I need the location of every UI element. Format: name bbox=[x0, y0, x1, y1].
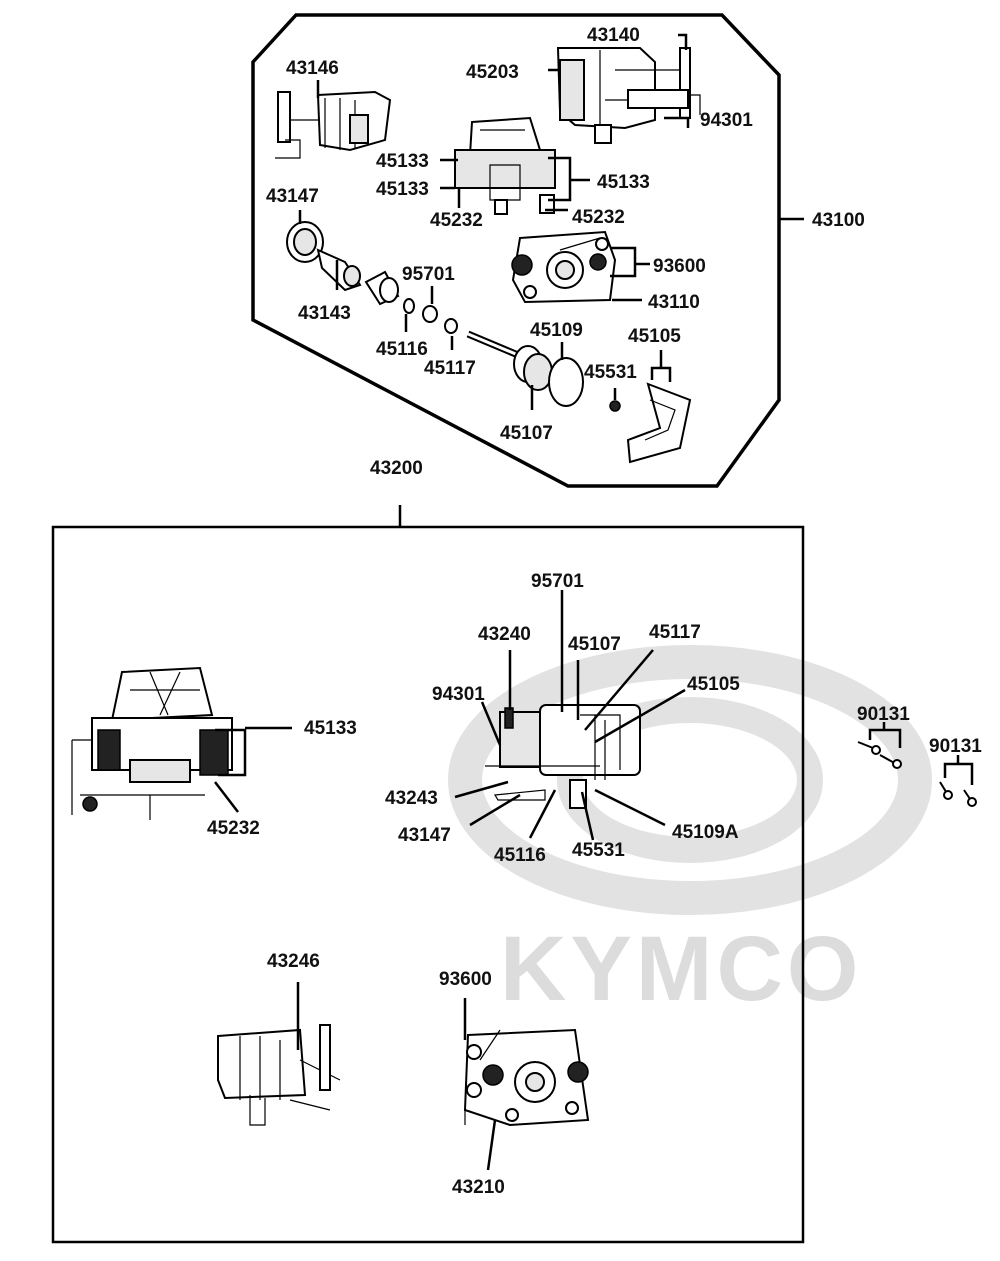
kymco-watermark-logo: KYMCO bbox=[448, 645, 932, 1020]
label-45107-b: 45107 bbox=[568, 634, 621, 655]
caliper-side-view-drawing bbox=[485, 704, 641, 809]
seal-95701-drawing bbox=[422, 305, 438, 323]
label-45133-d: 45133 bbox=[304, 718, 357, 739]
label-45232-a: 45232 bbox=[430, 210, 483, 231]
label-45117-b: 45117 bbox=[649, 622, 701, 643]
label-45232-c: 45232 bbox=[207, 818, 260, 839]
callout-labels: 43140 45203 94301 43146 45133 45133 4513… bbox=[207, 25, 982, 1198]
label-45105-b: 45105 bbox=[687, 674, 740, 695]
caliper-43140-drawing bbox=[556, 47, 701, 144]
piston-45107-drawing bbox=[513, 345, 553, 391]
assembly-43100-outline bbox=[251, 13, 781, 488]
label-43200: 43200 bbox=[370, 458, 423, 479]
bracket-43146-drawing bbox=[275, 90, 392, 159]
sleeve-43147-drawing bbox=[286, 221, 324, 263]
label-43143: 43143 bbox=[298, 303, 351, 324]
label-45133-b: 45133 bbox=[376, 179, 429, 200]
label-43110: 43110 bbox=[648, 292, 700, 313]
label-94301: 94301 bbox=[700, 110, 753, 131]
assembly-43200-outline bbox=[51, 525, 805, 1244]
label-43147-b: 43147 bbox=[398, 825, 451, 846]
label-45531: 45531 bbox=[584, 362, 637, 383]
label-45133-a: 45133 bbox=[376, 151, 429, 172]
label-45133-c: 45133 bbox=[597, 172, 650, 193]
pad-45105-drawing bbox=[626, 382, 692, 464]
bottom-leaders bbox=[214, 590, 974, 1171]
label-43146: 43146 bbox=[286, 58, 339, 79]
label-93600-b: 93600 bbox=[439, 969, 492, 990]
label-95701-b: 95701 bbox=[531, 571, 584, 592]
label-90131-b: 90131 bbox=[929, 736, 982, 757]
label-45117: 45117 bbox=[424, 358, 476, 379]
label-90131-a: 90131 bbox=[857, 704, 910, 725]
label-45232-b: 45232 bbox=[572, 207, 625, 228]
label-43246: 43246 bbox=[267, 951, 320, 972]
seal-45109-drawing bbox=[548, 357, 584, 407]
label-93600: 93600 bbox=[653, 256, 706, 277]
label-45105: 45105 bbox=[628, 326, 681, 347]
bracket-side-view-drawing bbox=[217, 1024, 341, 1126]
label-43243: 43243 bbox=[385, 788, 438, 809]
top-leaders bbox=[298, 33, 690, 410]
label-43210: 43210 bbox=[452, 1177, 505, 1198]
ring-45117-drawing bbox=[444, 318, 458, 334]
watermark-text: KYMCO bbox=[500, 918, 862, 1020]
label-43147: 43147 bbox=[266, 186, 319, 207]
label-45203: 45203 bbox=[466, 62, 519, 83]
pin-43143-drawing bbox=[316, 248, 362, 292]
caliper-front-view-drawing bbox=[463, 1028, 590, 1127]
label-94301-b: 94301 bbox=[432, 684, 485, 705]
label-43140: 43140 bbox=[587, 25, 640, 46]
label-45116: 45116 bbox=[376, 339, 428, 360]
label-95701: 95701 bbox=[402, 264, 455, 285]
label-43100: 43100 bbox=[812, 210, 865, 231]
label-43240: 43240 bbox=[478, 624, 531, 645]
label-45531-b: 45531 bbox=[572, 840, 625, 861]
oring-45116-drawing bbox=[403, 298, 415, 314]
bolts-90131-drawing bbox=[857, 741, 977, 807]
label-45116-b: 45116 bbox=[494, 845, 546, 866]
label-45109: 45109 bbox=[530, 320, 583, 341]
label-45109A: 45109A bbox=[672, 822, 739, 843]
bleeder-45531-drawing bbox=[609, 400, 621, 412]
caliper-left-view-drawing bbox=[71, 666, 233, 820]
piston-housing-45133-drawing bbox=[454, 116, 556, 215]
label-45107: 45107 bbox=[500, 423, 553, 444]
caliper-43110-drawing bbox=[511, 230, 617, 304]
boot-drawing bbox=[364, 270, 400, 306]
